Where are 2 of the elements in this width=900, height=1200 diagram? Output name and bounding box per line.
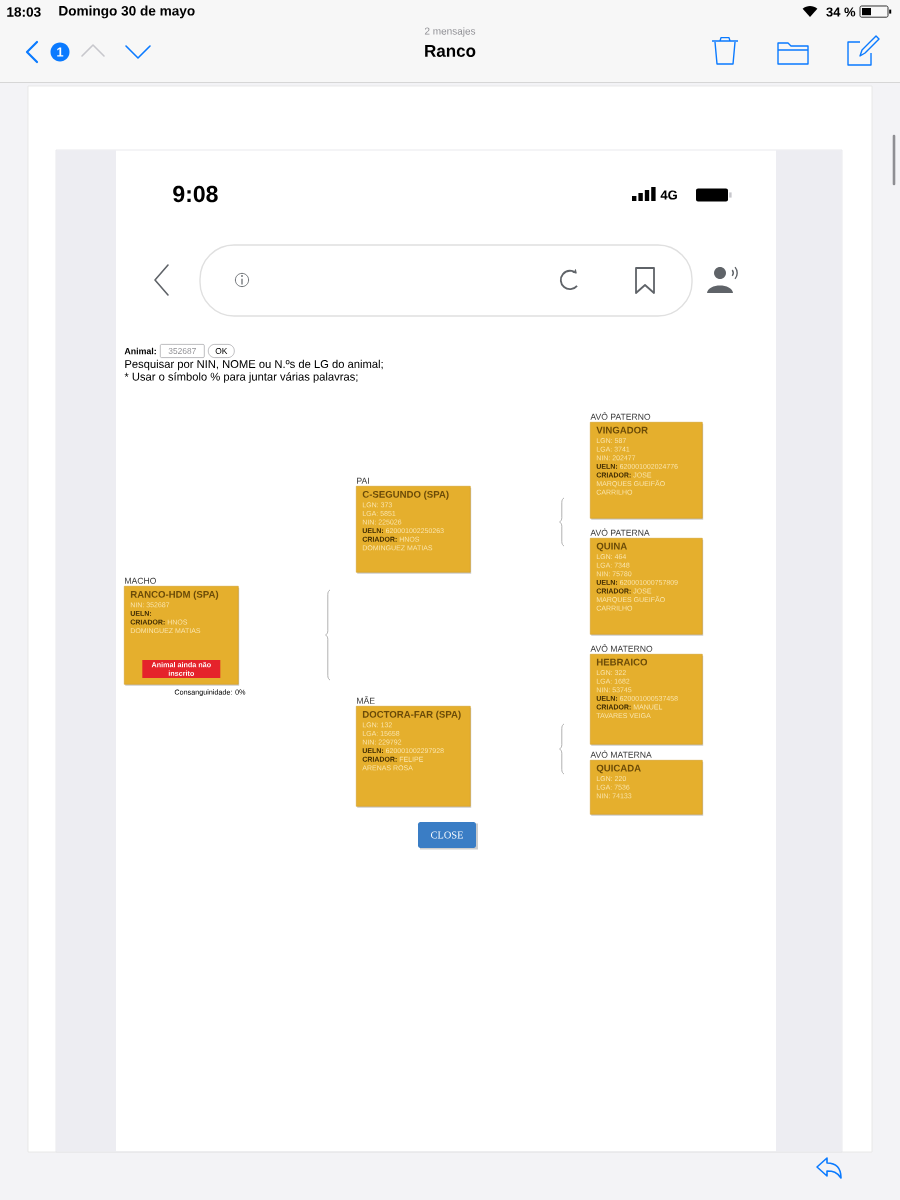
clock-text: 9:08 (173, 185, 218, 203)
subject-title: Ranco (425, 45, 476, 57)
